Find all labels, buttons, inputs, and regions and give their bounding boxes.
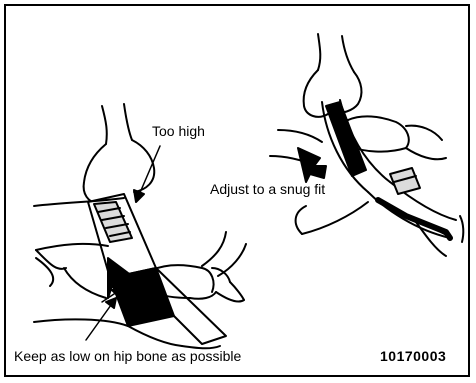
keep-low-label: Keep as low on hip bone as possible: [14, 349, 241, 363]
diagram-frame: Too high Adjust to a snug fit Keep as lo…: [4, 4, 470, 377]
adjust-label: Adjust to a snug fit: [210, 182, 325, 196]
too-high-label: Too high: [152, 124, 205, 138]
right-arrows: [298, 148, 326, 182]
right-belt: [322, 100, 456, 238]
right-buckle: [390, 168, 420, 194]
figure-code: 10170003: [380, 349, 446, 363]
left-hand-upper: [84, 104, 155, 205]
